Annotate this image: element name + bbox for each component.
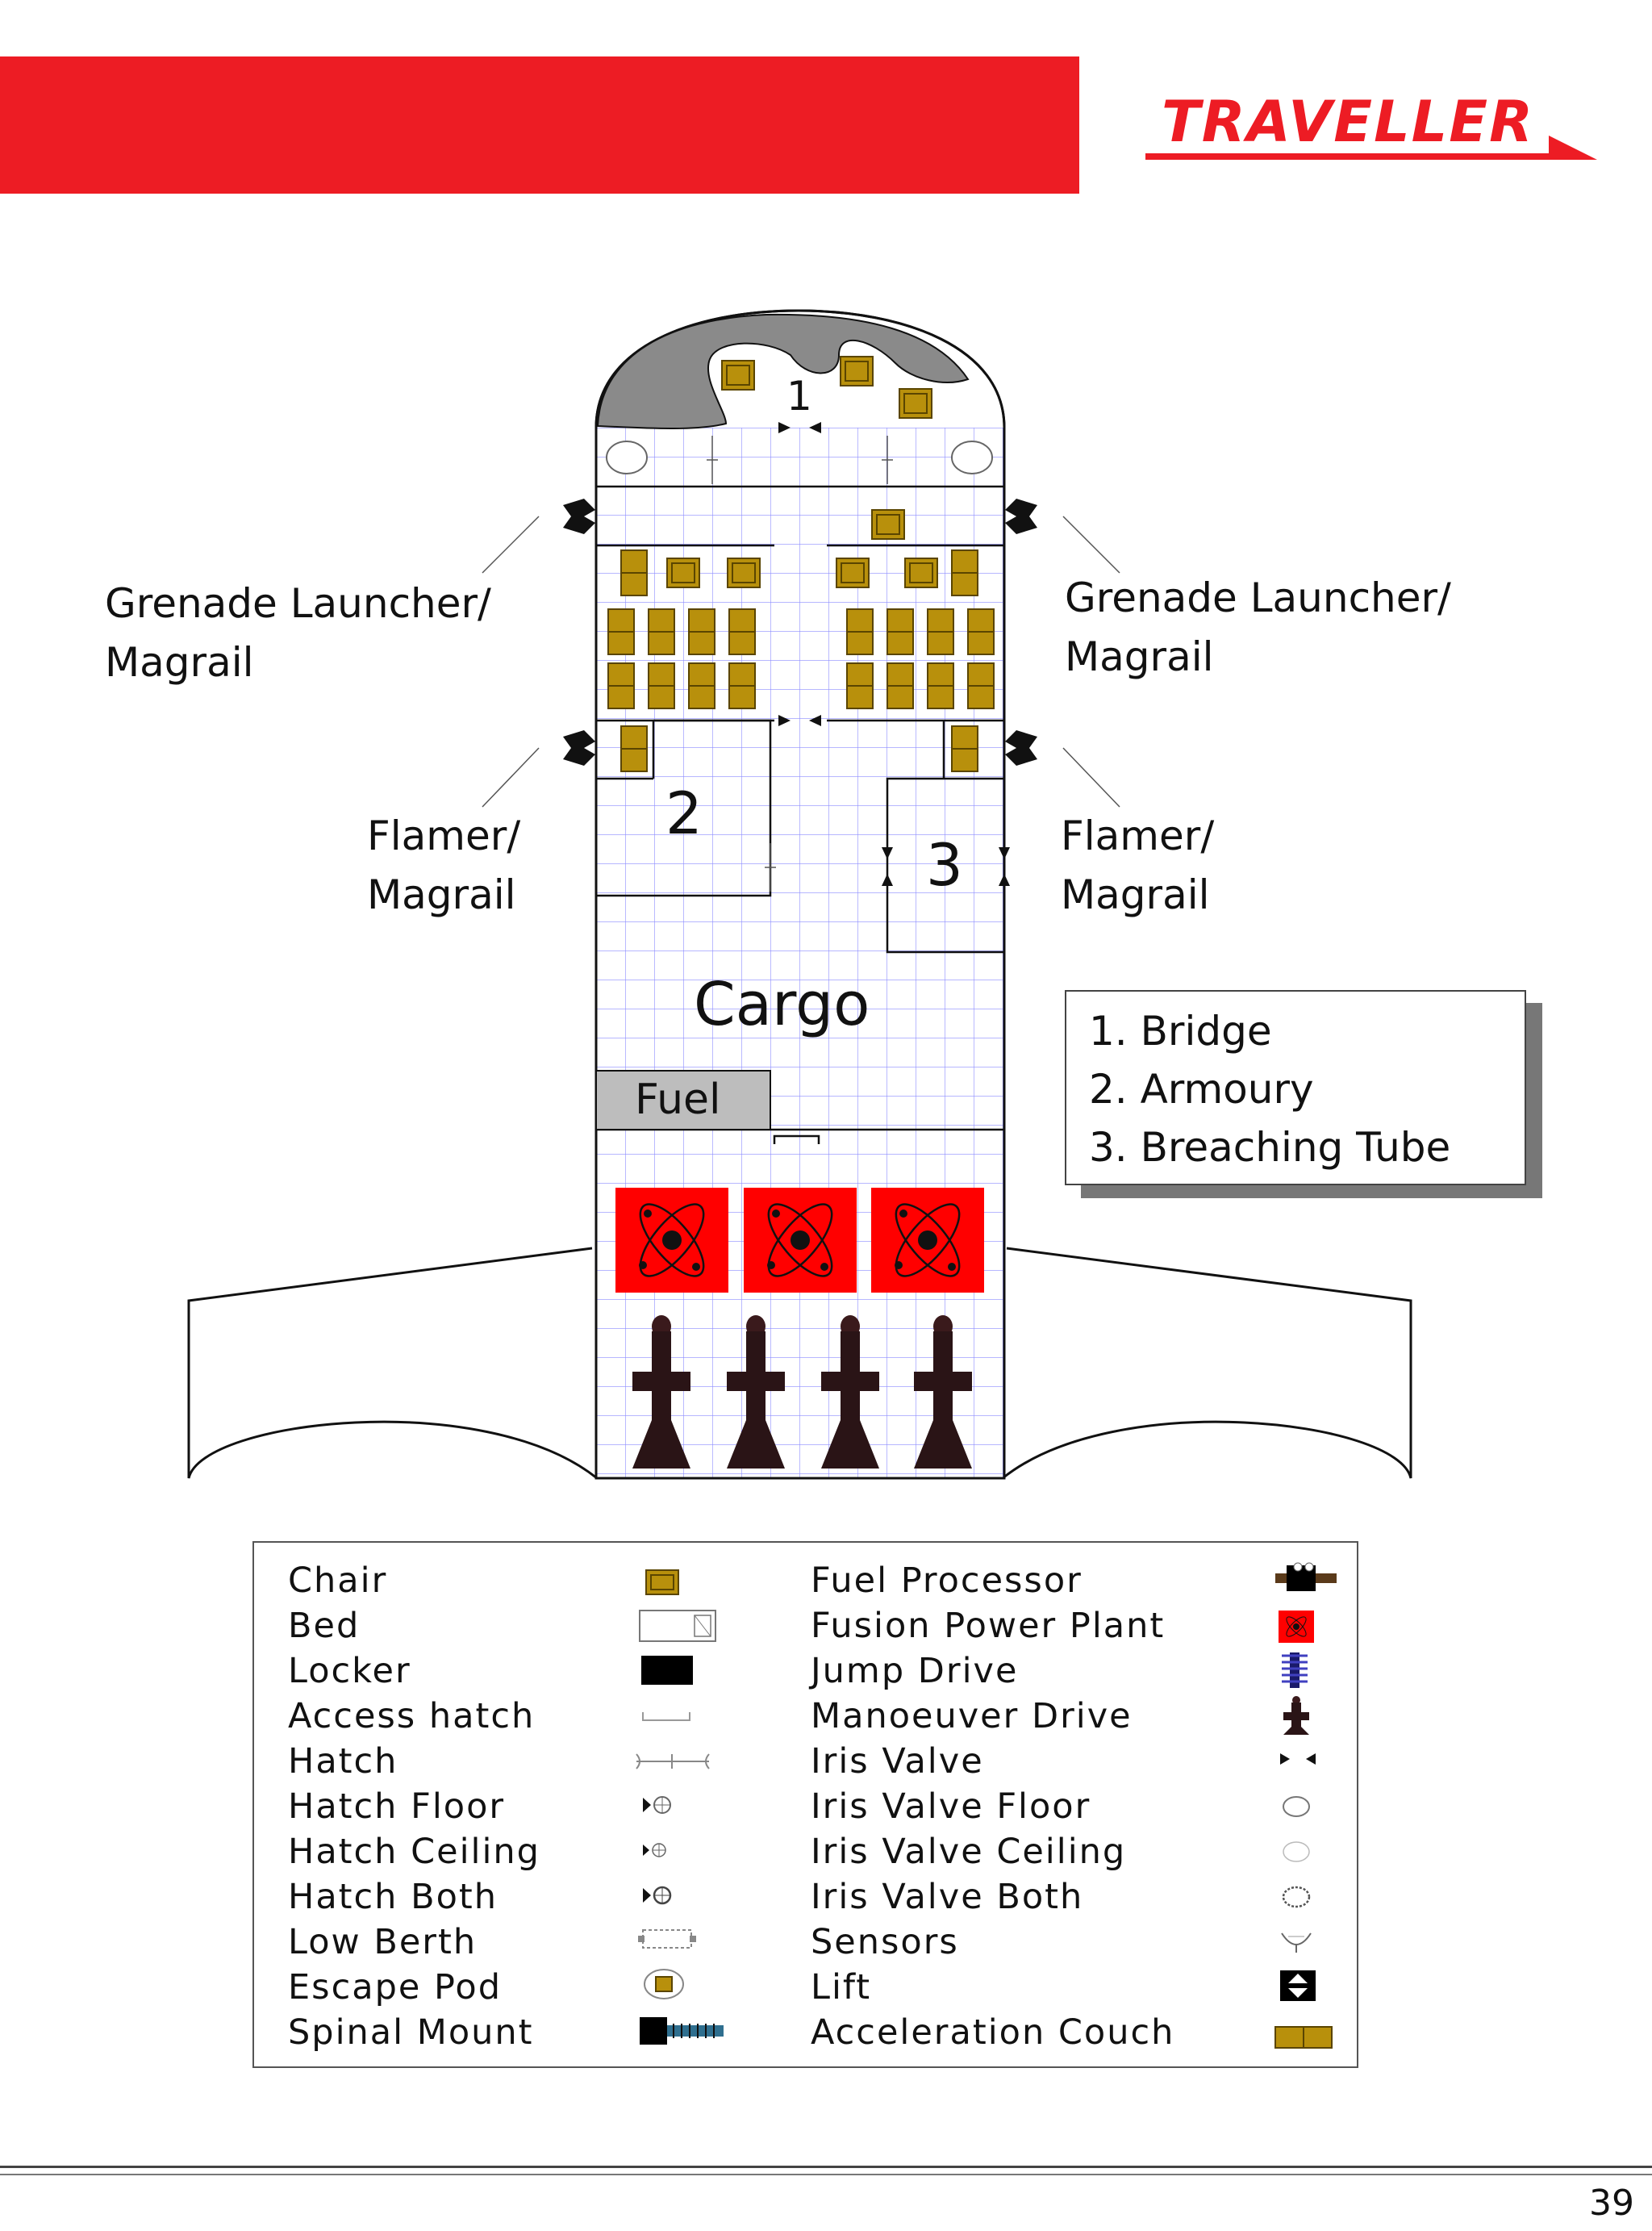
hatch-floor-icon xyxy=(643,1796,671,1814)
fusion-power-plants xyxy=(615,1188,984,1293)
jump-drive-icon xyxy=(1282,1652,1308,1688)
legend-label-manoeuver-drive: Manoeuver Drive xyxy=(811,1696,1133,1736)
legend-label-hatch-both: Hatch Both xyxy=(288,1877,499,1917)
spinal-mount-icon xyxy=(640,2017,724,2045)
header-red-bar xyxy=(0,56,1079,194)
legend-label-iris-valve-both: Iris Valve Both xyxy=(811,1877,1084,1917)
hatch-icon xyxy=(636,1753,710,1769)
sensors-icon xyxy=(1281,1932,1312,1953)
legend-label-spinal-mount: Spinal Mount xyxy=(288,2012,534,2053)
key-item-armoury: 2. Armoury xyxy=(1089,1066,1314,1113)
legend-label-bed: Bed xyxy=(288,1606,361,1646)
fuel-label: Fuel xyxy=(635,1076,720,1124)
legend-label-acceleration-couch: Acceleration Couch xyxy=(811,2012,1175,2053)
logo-underline xyxy=(1145,153,1549,160)
iris-valve-icon xyxy=(1280,1753,1316,1765)
weapon-label-right-bottom-line1: Flamer/ xyxy=(1061,813,1214,859)
bed-icon xyxy=(639,1610,716,1642)
legend-label-lift: Lift xyxy=(811,1967,872,2007)
legend-label-chair: Chair xyxy=(288,1560,388,1601)
legend-label-fusion-power-plant: Fusion Power Plant xyxy=(811,1606,1166,1646)
key-item-breaching-tube: 3. Breaching Tube xyxy=(1089,1124,1451,1171)
legend-label-locker: Locker xyxy=(288,1651,411,1691)
logo-text: TRAVELLER xyxy=(1162,89,1534,155)
page-number: 39 xyxy=(1589,2183,1634,2224)
area-key-box: 1. Bridge 2. Armoury 3. Breaching Tube xyxy=(1065,990,1526,1185)
area-number-1: 1 xyxy=(786,373,812,420)
low-berth-icon xyxy=(638,1929,696,1949)
interior-walls xyxy=(596,485,1004,1144)
hatch-ceiling-icon xyxy=(643,1843,666,1857)
weapon-label-left-bottom-line1: Flamer/ xyxy=(367,813,520,859)
legend-label-access-hatch: Access hatch xyxy=(288,1696,536,1736)
hatches xyxy=(707,436,893,892)
bridge-canopy xyxy=(596,313,970,430)
weapon-label-right-top-line2: Magrail xyxy=(1065,633,1214,680)
cargo-label: Cargo xyxy=(694,970,870,1039)
access-hatch-icon xyxy=(642,1712,690,1721)
key-item-bridge: 1. Bridge xyxy=(1089,1008,1272,1055)
symbol-legend: Chair Bed Locker Access hatch Hatch Hatc… xyxy=(252,1541,1358,2068)
escape-pod-icon xyxy=(644,1969,684,1999)
legend-label-sensors: Sensors xyxy=(811,1922,959,1962)
weapon-label-left-top-line2: Magrail xyxy=(105,639,254,686)
footer-rule-secondary xyxy=(0,2174,1652,2175)
iris-valves xyxy=(778,422,1010,886)
legend-label-hatch-floor: Hatch Floor xyxy=(288,1786,506,1827)
deck-plan: 1 2 3 Cargo Fuel Grenade Launcher/ Magra… xyxy=(105,309,1451,1480)
weapon-label-left-bottom-line2: Magrail xyxy=(367,871,516,918)
legend-label-hatch: Hatch xyxy=(288,1741,398,1782)
fusion-power-plant-icon xyxy=(1279,1611,1314,1643)
hatch-both-icon xyxy=(643,1886,672,1905)
legend-label-hatch-ceiling: Hatch Ceiling xyxy=(288,1832,540,1872)
legend-label-iris-valve: Iris Valve xyxy=(811,1741,984,1782)
legend-label-iris-valve-ceiling: Iris Valve Ceiling xyxy=(811,1832,1127,1872)
weapon-label-right-top-line1: Grenade Launcher/ xyxy=(1065,574,1451,621)
legend-label-low-berth: Low Berth xyxy=(288,1922,478,1962)
left-wing xyxy=(187,1247,598,1480)
iris-valve-ceiling-icon xyxy=(1283,1841,1310,1862)
area-number-3: 3 xyxy=(926,831,963,899)
fuel-tank xyxy=(595,1070,771,1130)
acceleration-couch-icon xyxy=(1274,2026,1333,2049)
iris-valve-floor-icon xyxy=(1283,1796,1310,1817)
logo-arrow-icon xyxy=(1549,136,1597,160)
weapon-label-left-top-line1: Grenade Launcher/ xyxy=(105,580,491,627)
fuel-processor-icon xyxy=(1275,1562,1337,1591)
traveller-logo: TRAVELLER xyxy=(1145,89,1605,169)
iris-valve-both-icon xyxy=(1282,1886,1311,1908)
legend-label-jump-drive: Jump Drive xyxy=(811,1651,1019,1691)
legend-label-fuel-processor: Fuel Processor xyxy=(811,1560,1083,1601)
ship-hull xyxy=(594,309,1006,1480)
locker-icon xyxy=(641,1656,693,1685)
right-wing xyxy=(1002,1247,1412,1480)
lift-icon xyxy=(1280,1970,1316,2001)
area-number-2: 2 xyxy=(665,779,703,847)
iris-valve-floors xyxy=(606,441,993,474)
legend-label-iris-valve-floor: Iris Valve Floor xyxy=(811,1786,1091,1827)
weapon-label-right-bottom-line2: Magrail xyxy=(1061,871,1210,918)
legend-label-escape-pod: Escape Pod xyxy=(288,1967,502,2007)
manoeuver-drive-icon xyxy=(1283,1696,1309,1735)
chair-icon xyxy=(645,1569,679,1595)
footer-rule xyxy=(0,2166,1652,2168)
leader-lines xyxy=(482,516,1120,808)
